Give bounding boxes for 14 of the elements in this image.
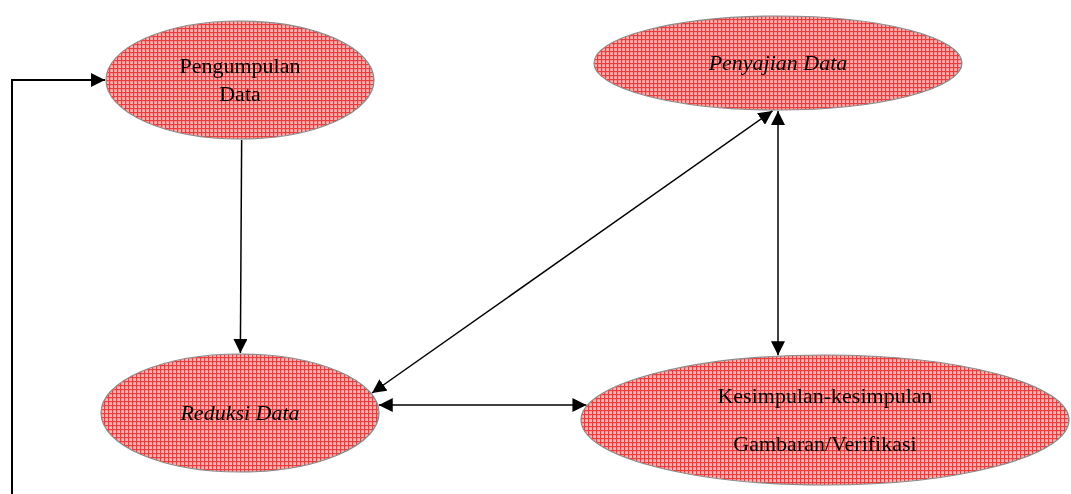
node-label: Reduksi Data bbox=[180, 399, 300, 427]
arrow bbox=[771, 110, 785, 356]
ellipse-node bbox=[105, 20, 375, 140]
node-label: Kesimpulan-kesimpulan bbox=[717, 382, 933, 410]
arrow bbox=[11, 73, 106, 494]
arrow bbox=[371, 110, 774, 394]
ellipse-node bbox=[593, 15, 963, 111]
ellipse-node bbox=[100, 353, 380, 473]
arrow bbox=[233, 139, 248, 354]
node-label: Penyajian Data bbox=[708, 49, 848, 77]
node-label: Gambaran/Verifikasi bbox=[733, 430, 917, 458]
arrow bbox=[378, 398, 588, 412]
node-label: Pengumpulan Data bbox=[178, 52, 302, 108]
ellipse-node bbox=[580, 354, 1070, 486]
